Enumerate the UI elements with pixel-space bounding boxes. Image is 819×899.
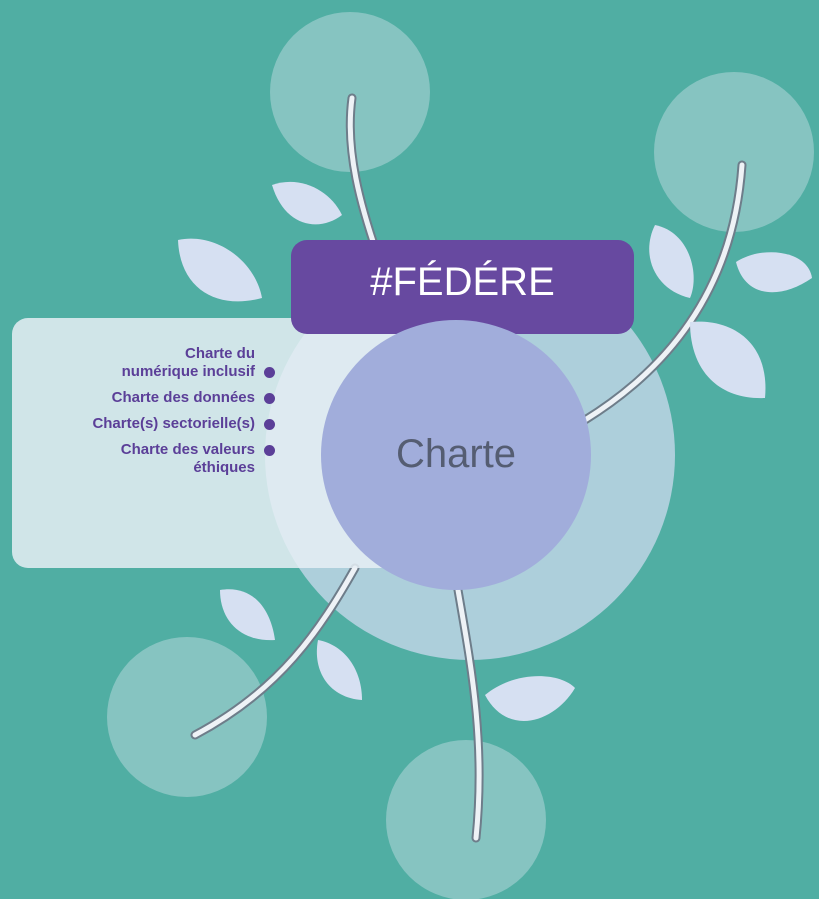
list-item-label: Charte des valeurs éthiques [120,441,255,476]
leaf-top-left [272,181,342,225]
list-item: Charte(s) sectorielle(s) [20,415,275,433]
bullet-icon [264,445,275,456]
list-item: Charte des données [20,389,275,407]
banner-title: #FÉDÉRE [370,260,555,304]
outer-circle-top-right [654,72,814,232]
title-banner [291,240,634,334]
list-item-label: Charte du numérique inclusif [121,345,255,380]
leaf-left [178,238,262,302]
leaf-right-top [649,225,694,298]
bullet-icon [264,418,275,430]
leaf-right-low [690,321,766,399]
outer-circle-top [270,12,430,172]
bullet-icon [264,392,275,404]
leaf-bottom-left-top [220,589,275,641]
center-circle [321,320,591,590]
bullet-icon [264,367,275,378]
charter-list: Charte du numérique inclusif Charte des … [20,345,275,485]
center-label: Charte [395,432,517,476]
leaf-bottom-left-low [316,640,362,700]
list-item-label: Charte(s) sectorielle(s) [92,415,255,432]
list-item-label: Charte des données [111,389,255,406]
outer-circle-bottom-left [107,637,267,797]
list-item: Charte du numérique inclusif [20,345,275,381]
leaf-right-mid [736,252,812,293]
list-item: Charte des valeurs éthiques [20,441,275,477]
leaf-bottom-right [485,676,575,722]
outer-circle-bottom [386,740,546,899]
